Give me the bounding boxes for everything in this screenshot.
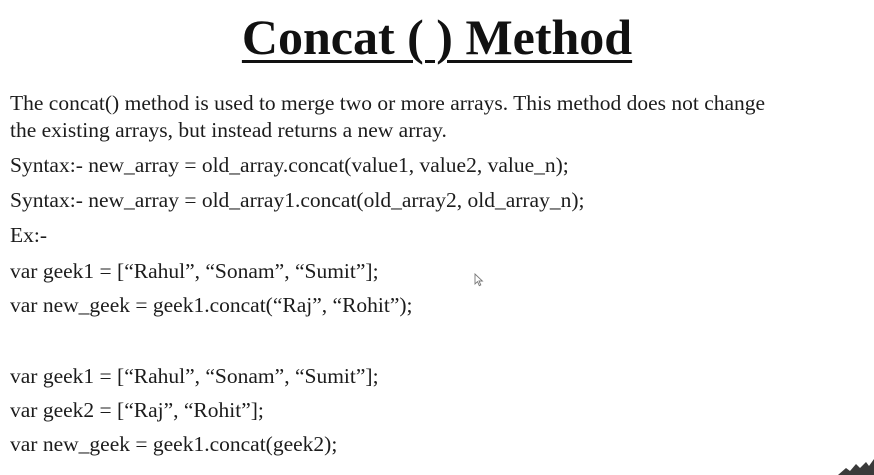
example-1-line-1: var geek1 = [“Rahul”, “Sonam”, “Sumit”]; xyxy=(10,259,379,283)
example-1-line-2: var new_geek = geek1.concat(“Raj”, “Rohi… xyxy=(10,293,413,317)
example-label: Ex:- xyxy=(10,223,48,247)
mouse-pointer-icon xyxy=(474,273,484,287)
description-line-1: The concat() method is used to merge two… xyxy=(10,91,766,115)
example-2-line-3: var new_geek = geek1.concat(geek2); xyxy=(10,432,338,456)
example-2-line-2: var geek2 = [“Raj”, “Rohit”]; xyxy=(10,398,264,422)
slide-title: Concat ( ) Method xyxy=(241,9,633,65)
description-line-2: the existing arrays, but instead returns… xyxy=(10,118,447,142)
corner-decoration-icon xyxy=(838,459,874,475)
example-2-line-1: var geek1 = [“Rahul”, “Sonam”, “Sumit”]; xyxy=(10,364,379,388)
syntax-line-2: Syntax:- new_array = old_array1.concat(o… xyxy=(10,188,585,212)
syntax-line-1: Syntax:- new_array = old_array.concat(va… xyxy=(10,153,569,177)
